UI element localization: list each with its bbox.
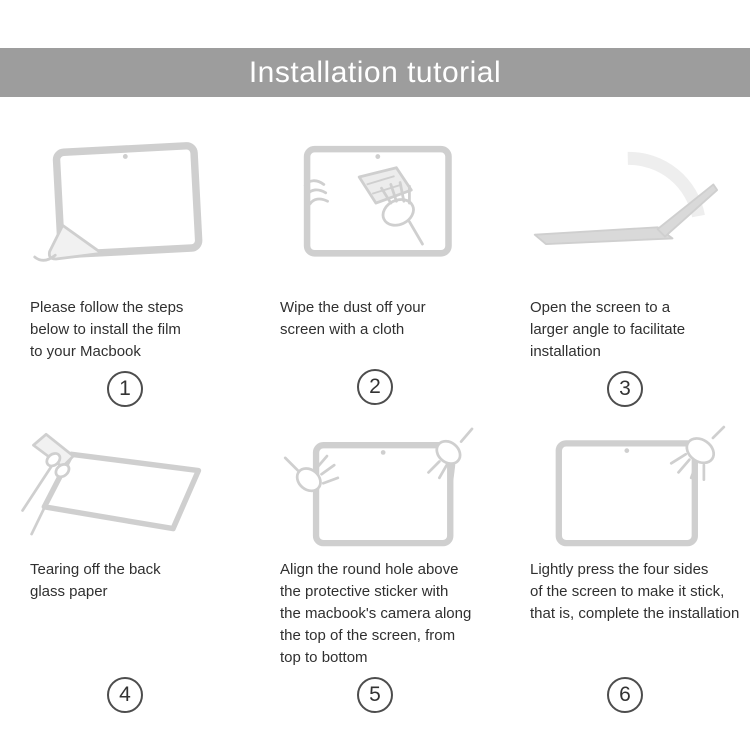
step-4: Tearing off the back glass paper 4	[0, 415, 250, 721]
step-1-text: Please follow the steps below to install…	[30, 299, 184, 360]
step-3-text: Open the screen to a larger angle to fac…	[530, 299, 686, 360]
step-5-number-row: 5	[250, 669, 500, 721]
step-2-text: Wipe the dust off your screen with a clo…	[280, 299, 426, 338]
step-6-text: Lightly press the four sides of the scre…	[530, 561, 740, 622]
step-3: Open the screen to a larger angle to fac…	[500, 113, 750, 415]
step-1: Please follow the steps below to install…	[0, 113, 250, 415]
step-6: Lightly press the four sides of the scre…	[500, 415, 750, 721]
step-5: Align the round hole above the protectiv…	[250, 415, 500, 721]
step-3-number-badge: 3	[607, 371, 643, 407]
step-4-number-row: 4	[0, 669, 250, 721]
page-title: Installation tutorial	[248, 55, 502, 89]
steps-grid: Please follow the steps below to install…	[0, 113, 750, 721]
press-screen-edges-illustration	[500, 415, 750, 557]
step-6-number-row: 6	[500, 669, 750, 721]
step-5-text: Align the round hole above the protectiv…	[280, 561, 472, 666]
step-3-number-row: 3	[500, 363, 750, 415]
step-2: Wipe the dust off your screen with a clo…	[250, 113, 500, 415]
step-2-number-badge: 2	[357, 369, 393, 405]
wipe-screen-cloth-illustration	[250, 113, 500, 295]
step-1-number-row: 1	[0, 363, 250, 415]
step-4-number-badge: 4	[107, 677, 143, 713]
tear-back-paper-illustration	[0, 415, 250, 557]
step-6-number-badge: 6	[607, 677, 643, 713]
step-4-text: Tearing off the back glass paper	[30, 561, 161, 600]
align-film-to-camera-illustration	[250, 415, 500, 557]
header-banner: Installation tutorial	[0, 48, 750, 97]
step-5-number-badge: 5	[357, 677, 393, 713]
step-1-number-badge: 1	[107, 371, 143, 407]
film-peel-illustration	[0, 113, 250, 295]
open-laptop-angle-illustration	[500, 113, 750, 295]
step-2-number-row: 2	[250, 361, 500, 413]
